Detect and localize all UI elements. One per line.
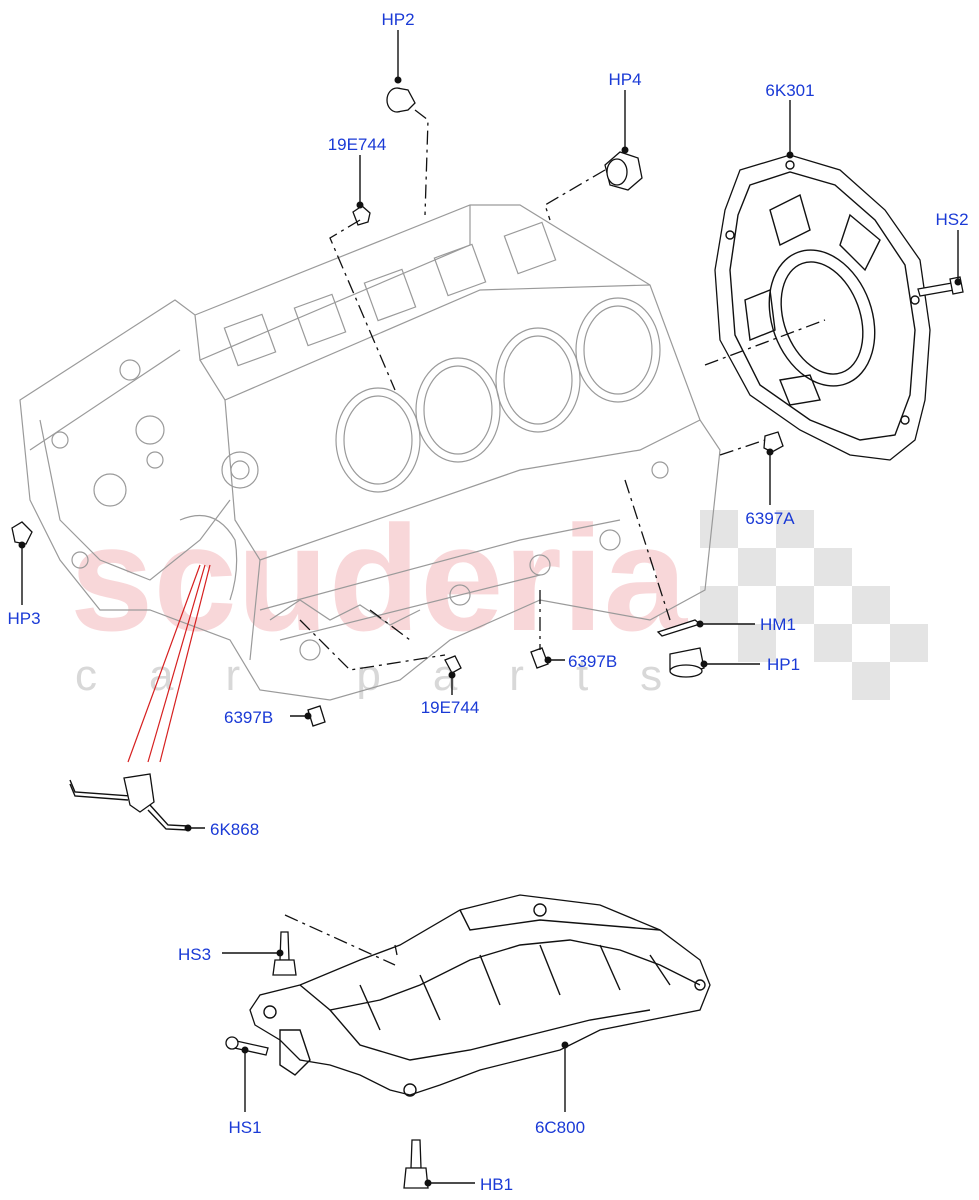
- dowel-6397a-part: [763, 431, 784, 453]
- label-19e744-bottom: 19E744: [421, 698, 480, 717]
- hp3-plug-part: [11, 521, 33, 545]
- label-19e744-top: 19E744: [328, 135, 387, 154]
- rear-seal-retainer-part: [714, 154, 931, 461]
- part-labels: HP2 HP4 19E744 6K301 HS2 6397A HP3 HM1 H…: [7, 10, 968, 1194]
- dowel-19e744-bottom-part: [444, 655, 462, 674]
- label-6k868: 6K868: [210, 820, 259, 839]
- dowel-6397b-left-part: [307, 705, 326, 727]
- label-hm1: HM1: [760, 615, 796, 634]
- label-6397b-right: 6397B: [568, 652, 617, 671]
- assembly-lines: [284, 109, 826, 966]
- label-6k301: 6K301: [765, 81, 814, 100]
- watermark-sub: car parts: [75, 651, 714, 700]
- engine-block-outline: [19, 204, 721, 701]
- label-hp4: HP4: [608, 70, 641, 89]
- label-hp2: HP2: [381, 10, 414, 29]
- hb1-bolt-part: [410, 1139, 422, 1169]
- oil-jet-6k868-part: [69, 773, 189, 831]
- label-hs2: HS2: [935, 210, 968, 229]
- label-6397b-left: 6397B: [224, 708, 273, 727]
- label-hb1: HB1: [480, 1175, 513, 1194]
- label-6c800: 6C800: [535, 1118, 585, 1137]
- hp1-plug-part: [669, 647, 705, 678]
- label-hs1: HS1: [228, 1118, 261, 1137]
- hp2-plug-part: [386, 87, 416, 113]
- oil-pan-part: [249, 894, 711, 1097]
- oil-jet-leaders: [127, 564, 211, 763]
- label-hp3: HP3: [7, 609, 40, 628]
- label-hp1: HP1: [767, 655, 800, 674]
- label-6397a: 6397A: [745, 509, 795, 528]
- watermark-checker: [700, 510, 928, 700]
- dowel-6397b-right-part: [530, 647, 549, 669]
- hp4-plug-part: [604, 151, 643, 191]
- label-hs3: HS3: [178, 945, 211, 964]
- leader-lines: [18, 30, 962, 1187]
- watermark: scuderia car parts: [70, 494, 928, 700]
